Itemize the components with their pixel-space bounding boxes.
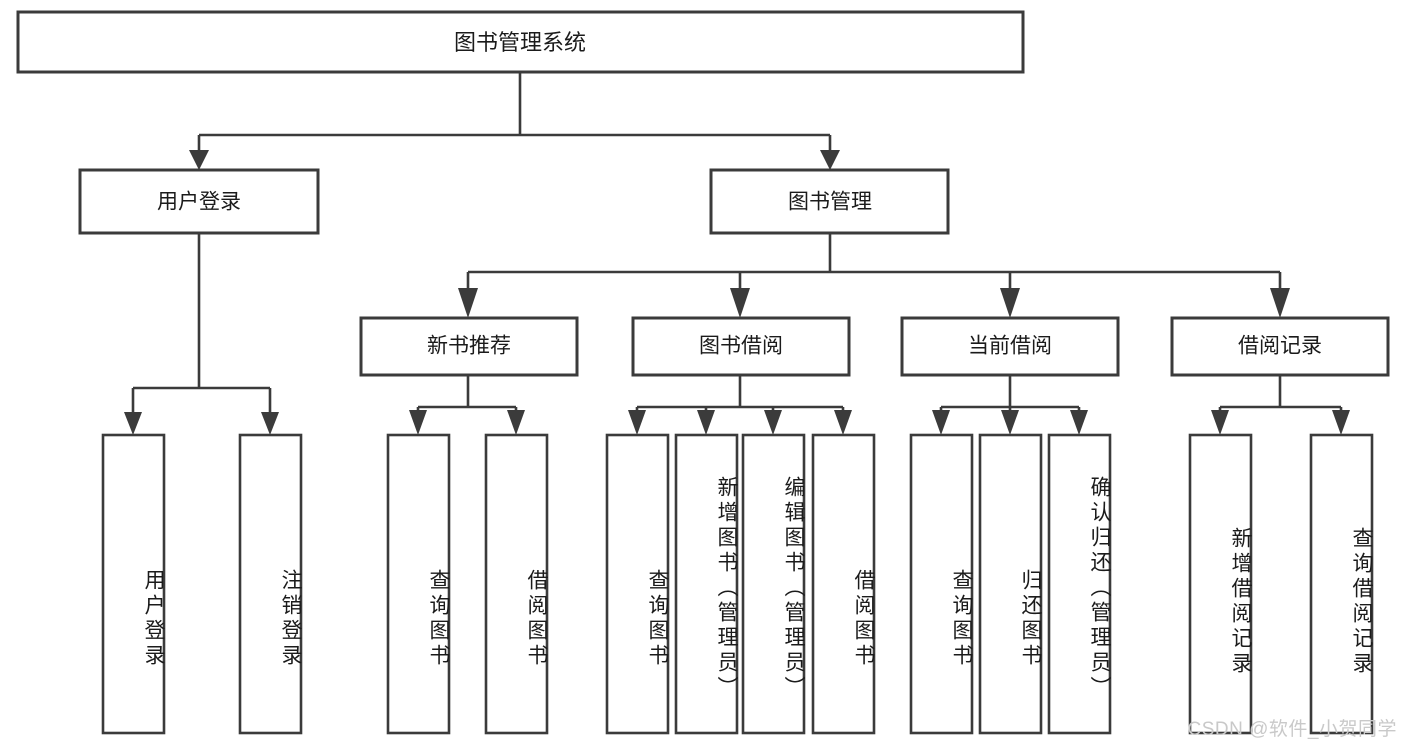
arrowhead-currentborrow-leaf-1 xyxy=(932,410,950,435)
leaf-box-book-borrow-1[interactable] xyxy=(674,433,739,735)
leaf-box-borrow-record-0[interactable] xyxy=(1188,433,1253,735)
arrowhead-newbook-leaf-2 xyxy=(507,410,525,435)
arrowhead-current-borrow xyxy=(1000,288,1020,318)
node-user-login-label: 用户登录 xyxy=(157,191,241,214)
arrowhead-currentborrow-leaf-2 xyxy=(1001,410,1019,435)
arrowhead-bookborrow-leaf-1 xyxy=(628,410,646,435)
watermark-text: CSDN @软件_小贺同学 xyxy=(1187,719,1397,740)
arrowhead-borrowrecord-leaf-1 xyxy=(1211,410,1229,435)
arrowhead-bookborrow-leaf-2 xyxy=(697,410,715,435)
node-new-book-recommend-label: 新书推荐 xyxy=(427,335,511,358)
leaf-box-current-borrow-2[interactable] xyxy=(1047,433,1112,735)
node-new-book-recommend[interactable] xyxy=(359,316,579,377)
node-layer: 图书管理系统 用户登录 图书管理 新书推荐 图书借阅 当前借阅 借阅记录 xyxy=(16,10,1390,735)
arrowhead-bookborrow-leaf-4 xyxy=(834,410,852,435)
node-book-borrow-label: 图书借阅 xyxy=(699,335,783,358)
leaf-box-current-borrow-1[interactable] xyxy=(978,433,1043,735)
node-root[interactable] xyxy=(16,10,1025,74)
arrowhead-currentborrow-leaf-3 xyxy=(1070,410,1088,435)
node-user-login[interactable] xyxy=(78,168,320,235)
node-book-borrow[interactable] xyxy=(631,316,851,377)
arrowhead-borrowrecord-leaf-2 xyxy=(1332,410,1350,435)
node-book-manage[interactable] xyxy=(709,168,950,235)
arrowhead-leaf-logout xyxy=(261,412,279,435)
connector-layer xyxy=(124,72,1350,435)
node-current-borrow[interactable] xyxy=(900,316,1120,377)
node-book-manage-label: 图书管理 xyxy=(788,191,872,214)
arrowhead-book-manage xyxy=(820,150,840,170)
arrowhead-newbook-leaf-1 xyxy=(409,410,427,435)
leaf-box-book-borrow-0[interactable] xyxy=(605,433,670,735)
leaf-box-current-borrow-0[interactable] xyxy=(909,433,974,735)
arrowhead-new-book xyxy=(458,288,478,318)
arrowhead-user-login xyxy=(189,150,209,170)
node-borrow-record-label: 借阅记录 xyxy=(1238,335,1322,358)
leaf-box-book-borrow-2[interactable] xyxy=(741,433,806,735)
leaf-box-new-book-1[interactable] xyxy=(484,433,549,735)
arrowhead-leaf-user-login xyxy=(124,412,142,435)
node-borrow-record[interactable] xyxy=(1170,316,1390,377)
node-current-borrow-label: 当前借阅 xyxy=(968,335,1052,358)
leaf-box-user-login-0[interactable] xyxy=(101,433,166,735)
leaf-box-user-login-1[interactable] xyxy=(238,433,303,735)
leaf-box-new-book-0[interactable] xyxy=(386,433,451,735)
node-root-label: 图书管理系统 xyxy=(454,30,586,55)
arrowhead-bookborrow-leaf-3 xyxy=(764,410,782,435)
leaf-box-book-borrow-3[interactable] xyxy=(811,433,876,735)
leaf-box-borrow-record-1[interactable] xyxy=(1309,433,1374,735)
arrowhead-borrow-record xyxy=(1270,288,1290,318)
arrowhead-book-borrow xyxy=(730,288,750,318)
